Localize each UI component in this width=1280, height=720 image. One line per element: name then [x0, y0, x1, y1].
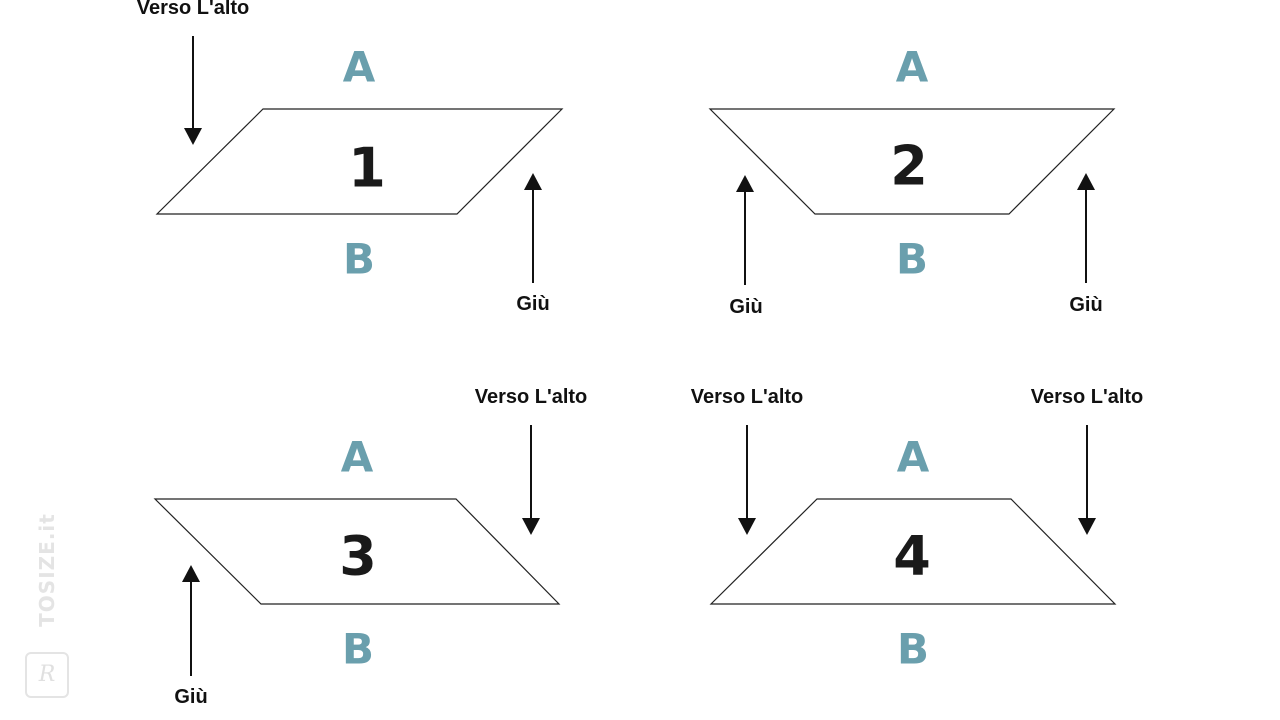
panel-3: A 3 B Verso L'alto Giù	[153, 386, 588, 708]
panel-3-number: 3	[339, 525, 377, 588]
panel-4-number: 4	[893, 525, 931, 588]
panel-1-arrow-2	[524, 173, 542, 283]
panel-2-top-face-label: A	[896, 43, 929, 92]
panel-1-top-face-label: A	[343, 43, 376, 92]
panel-3-shape	[153, 498, 561, 605]
panel-4-arrow-2	[1078, 425, 1096, 535]
panel-4-arrow-2-label: Verso L'alto	[1031, 386, 1144, 408]
panel-1-arrow-1-label: Verso L'alto	[137, 0, 250, 19]
panel-2: A 2 B Giù Giù	[708, 43, 1116, 318]
panel-4-arrow-1-label: Verso L'alto	[691, 386, 804, 408]
panel-2-bottom-face-label: B	[896, 235, 928, 284]
tosize-logo-icon: R	[25, 652, 69, 698]
panel-2-shape	[708, 108, 1116, 215]
panel-3-arrow-1	[522, 425, 540, 535]
panel-4-arrow-1	[738, 425, 756, 535]
panel-1: A 1 B Verso L'alto Giù	[137, 0, 564, 315]
panel-2-arrow-1-label: Giù	[729, 296, 762, 318]
watermark: TOSIZE.it R	[22, 512, 72, 702]
panel-1-arrow-1	[184, 36, 202, 145]
panel-4-bottom-face-label: B	[897, 625, 929, 674]
panel-2-arrow-1	[736, 175, 754, 285]
panel-4-top-face-label: A	[897, 433, 930, 482]
panel-3-top-face-label: A	[341, 433, 374, 482]
panel-4-shape	[709, 498, 1117, 605]
panel-1-number: 1	[348, 137, 386, 200]
panel-2-arrow-2-label: Giù	[1069, 294, 1102, 316]
panel-3-arrow-1-label: Verso L'alto	[475, 386, 588, 408]
panel-3-arrow-2	[182, 565, 200, 676]
panel-1-shape	[155, 108, 564, 215]
panel-4: A 4 B Verso L'alto Verso L'alto	[691, 386, 1144, 674]
watermark-text: TOSIZE.it	[35, 513, 59, 627]
panel-1-bottom-face-label: B	[343, 235, 375, 284]
panel-2-arrow-2	[1077, 173, 1095, 283]
panel-2-number: 2	[890, 135, 928, 198]
panel-3-bottom-face-label: B	[342, 625, 374, 674]
panel-3-arrow-2-label: Giù	[174, 686, 207, 708]
panel-1-arrow-2-label: Giù	[516, 293, 549, 315]
